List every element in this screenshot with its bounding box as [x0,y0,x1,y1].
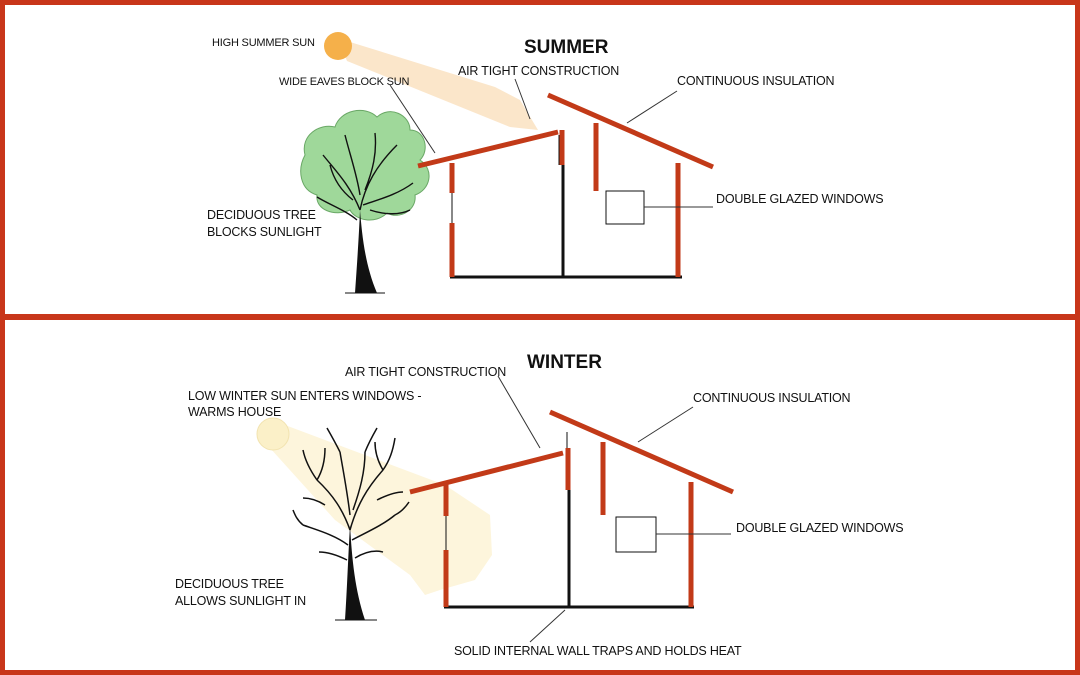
winter-house [409,409,735,609]
winter-title: WINTER [527,352,602,373]
winter-sun-label-line2: WARMS HOUSE [188,405,281,419]
summer-sunbeam [337,35,538,130]
winter-tree-label-line2: ALLOWS SUNLIGHT IN [175,594,306,608]
winter-diagram: WINTER AIR TIGHT CONSTRUCTION LOW WINTER… [175,352,904,658]
summer-tree-label-line2: BLOCKS SUNLIGHT [207,225,322,239]
winter-sun-icon [256,417,290,451]
summer-eaves-label: WIDE EAVES BLOCK SUN [279,76,410,88]
winter-panel: WINTER AIR TIGHT CONSTRUCTION LOW WINTER… [5,320,1075,670]
winter-tree-label-line1: DECIDUOUS TREE [175,577,284,591]
summer-title: SUMMER [524,37,609,58]
winter-tree-icon [292,427,410,621]
winter-windows-label: DOUBLE GLAZED WINDOWS [736,521,903,535]
winter-sun-label-line1: LOW WINTER SUN ENTERS WINDOWS - [188,389,421,403]
summer-insulation-label: CONTINUOUS INSULATION [677,74,835,88]
summer-tree-label-line1: DECIDUOUS TREE [207,208,316,222]
summer-house [417,92,714,279]
summer-panel: SUMMER HIGH SUMMER SUN WIDE EAVES BLOCK … [5,5,1075,314]
summer-sun-icon [324,32,352,60]
summer-airtight-label: AIR TIGHT CONSTRUCTION [458,64,619,78]
winter-insulation-label: CONTINUOUS INSULATION [693,391,851,405]
summer-window [605,190,645,225]
summer-diagram: SUMMER HIGH SUMMER SUN WIDE EAVES BLOCK … [207,32,884,294]
winter-airtight-label: AIR TIGHT CONSTRUCTION [345,365,506,379]
summer-sun-label: HIGH SUMMER SUN [212,37,315,49]
winter-sunbeam [267,425,492,595]
summer-tree-icon [300,109,430,294]
winter-wall-label: SOLID INTERNAL WALL TRAPS AND HOLDS HEAT [454,644,742,658]
summer-windows-label: DOUBLE GLAZED WINDOWS [716,192,883,206]
winter-window [615,516,657,553]
